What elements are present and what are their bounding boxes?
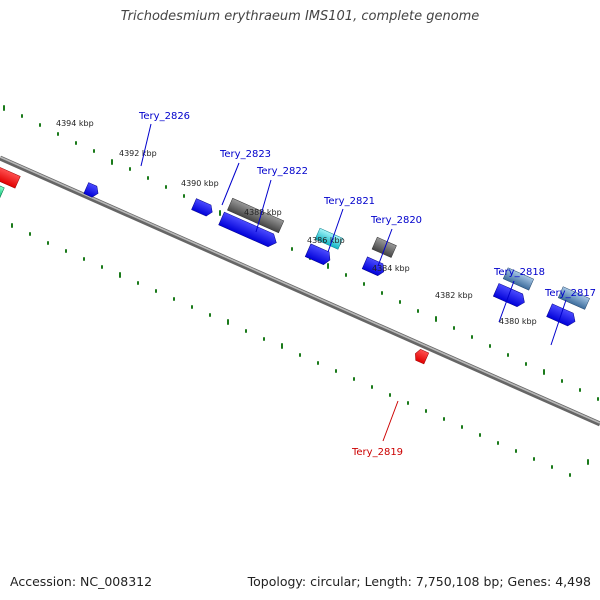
inner-scale-ticks	[11, 223, 589, 477]
scale-label: 4382 kbp	[435, 291, 473, 300]
leader-line-tery-2821	[327, 208, 344, 253]
leader-line-tery-2822	[255, 179, 272, 233]
gene-label-tery-2821[interactable]: Tery_2821	[323, 196, 375, 207]
gene-tery-2821-feature[interactable]	[314, 227, 344, 250]
gene-tery-2817-feature[interactable]	[557, 286, 590, 310]
scale-label: 4392 kbp	[119, 149, 157, 158]
scale-label: 4394 kbp	[56, 119, 94, 128]
gene-label-tery-2823[interactable]: Tery_2823	[219, 149, 271, 160]
gene-tery-2819-feature[interactable]	[413, 348, 430, 365]
gene-leader-lines	[140, 123, 567, 442]
map-title: Trichodesmium erythraeum IMS101, complet…	[120, 9, 480, 24]
scale-label: 4388 kbp	[244, 208, 282, 217]
gene-label-tery-2820[interactable]: Tery_2820	[370, 215, 422, 226]
leader-line-tery-2823	[221, 162, 240, 206]
gene-forward-feature[interactable]	[304, 243, 333, 267]
gene-label-tery-2822[interactable]: Tery_2822	[256, 166, 308, 177]
genome-backbone	[0, 155, 600, 427]
gene-tery-2826-feature[interactable]	[83, 182, 101, 199]
scale-label: 4384 kbp	[372, 264, 410, 273]
gene-tery-2820-feature[interactable]	[371, 236, 397, 258]
genome-info-text: Topology: circular; Length: 7,750,108 bp…	[247, 574, 591, 589]
scale-labels: 4394 kbp 4392 kbp 4390 kbp 4388 kbp 4386…	[56, 119, 537, 326]
scale-label: 4380 kbp	[499, 317, 537, 326]
scale-label: 4386 kbp	[307, 236, 345, 245]
gene-label-tery-2826[interactable]: Tery_2826	[138, 111, 190, 122]
gene-tery-2822-feature[interactable]	[227, 197, 285, 234]
leader-line-tery-2826	[140, 123, 152, 167]
leader-line-tery-2817	[550, 299, 567, 346]
gene-label-tery-2819[interactable]: Tery_2819	[351, 447, 403, 458]
leader-line-tery-2820	[377, 228, 393, 267]
gene-label-tery-2817[interactable]: Tery_2817	[544, 288, 596, 299]
gene-forward-feature[interactable]	[546, 303, 578, 328]
leader-line-tery-2819	[382, 400, 399, 442]
leader-line-tery-2818	[498, 280, 515, 323]
gene-tery-2818-feature[interactable]	[502, 267, 534, 291]
gene-forward-feature[interactable]	[191, 198, 215, 218]
gene-forward-feature[interactable]	[361, 256, 386, 277]
accession-text: Accession: NC_008312	[10, 574, 153, 589]
gene-labels: Tery_2826 Tery_2823 Tery_2822 Tery_2821 …	[138, 111, 596, 458]
gene-tery-2823-feature[interactable]	[218, 211, 280, 249]
gene-label-tery-2818[interactable]: Tery_2818	[493, 267, 545, 278]
reverse-gene-feature[interactable]	[0, 158, 21, 189]
scale-label: 4390 kbp	[181, 179, 219, 188]
gene-track	[0, 158, 590, 365]
